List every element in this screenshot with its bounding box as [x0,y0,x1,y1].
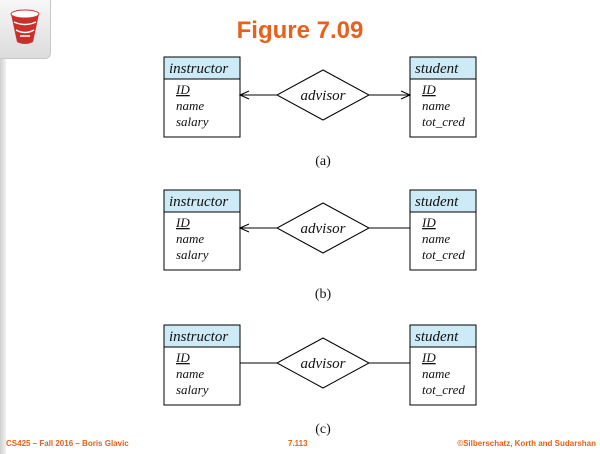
student-entity-body [409,211,477,271]
instructor-primary-key: ID [175,350,190,365]
student-attribute: tot_cred [422,382,465,397]
student-entity-name: student [415,61,459,77]
instructor-attribute: salary [176,114,209,129]
student-attribute: tot_cred [422,114,465,129]
instructor-entity-body [163,346,241,406]
student-primary-key: ID [421,350,436,365]
instructor-entity-body [163,211,241,271]
relationship-label: advisor [301,88,346,104]
instructor-entity-body [163,78,241,138]
instructor-entity-name: instructor [169,194,228,210]
figure-caption: (b) [315,287,332,302]
relationship-diamond [275,202,371,254]
student-attribute: name [422,98,450,113]
instructor-primary-key: ID [175,215,190,230]
diagram-variant-b: instructorIDnamesalarystudentIDnametot_c… [163,189,477,302]
student-entity-name: student [415,194,459,210]
footer-course: CS425 – Fall 2016 – Boris Glavic [6,439,129,448]
instructor-attribute: name [176,366,204,381]
instructor-attribute: salary [176,382,209,397]
figure-caption: (c) [315,422,331,437]
student-attribute: tot_cred [422,247,465,262]
instructor-attribute: name [176,98,204,113]
instructor-attribute: salary [176,247,209,262]
relationship-label: advisor [301,356,346,372]
footer-copyright: ©Silberschatz, Korth and Sudarshan [457,439,596,448]
slide-left-bar [0,0,6,454]
slide-footer: CS425 – Fall 2016 – Boris Glavic 7.113 ©… [0,439,600,451]
diagram-variant-a: instructorIDnamesalarystudentIDnametot_c… [163,56,477,169]
relationship-diamond [275,337,371,389]
diagram-variant-c: instructorIDnamesalarystudentIDnametot_c… [163,324,477,437]
arrow-head [238,223,250,233]
logo [0,0,51,59]
student-entity-body [409,78,477,138]
arrow-head [238,90,250,100]
instructor-attribute: name [176,231,204,246]
slide-title: Figure 7.09 [236,17,364,44]
student-attribute: name [422,231,450,246]
student-primary-key: ID [421,215,436,230]
arrow-head [400,90,412,100]
footer-page-number: 7.113 [288,439,308,448]
relationship-diamond [275,69,371,121]
database-icon [10,9,40,44]
figure-caption: (a) [315,154,331,169]
instructor-entity-name: instructor [169,61,228,77]
student-primary-key: ID [421,82,436,97]
relationship-label: advisor [301,221,346,237]
instructor-entity-name: instructor [169,329,228,345]
student-entity-body [409,346,477,406]
student-entity-name: student [415,329,459,345]
student-attribute: name [422,366,450,381]
instructor-primary-key: ID [175,82,190,97]
